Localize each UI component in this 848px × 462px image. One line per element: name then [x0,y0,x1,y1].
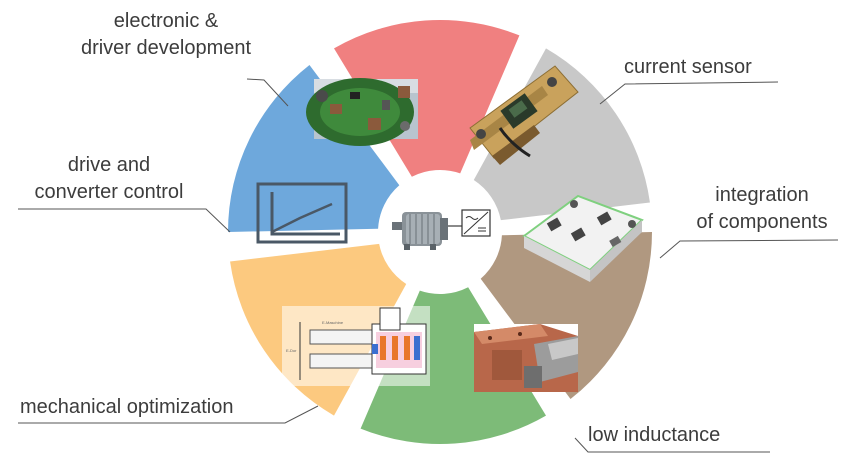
busbar-image [474,324,578,392]
label-mechanical-optimization: mechanical optimization [20,396,234,418]
label-electronic-line-2: driver development [80,37,252,59]
label-electronic-driver-development: electronic & driver development [66,8,266,62]
label-integration-line-2: of components [696,211,828,233]
leader-line-low-inductance [574,437,770,453]
label-integration-of-components: integration of components [676,182,848,236]
pcb-board-image [306,78,418,146]
integration-of-components-segment [480,232,652,400]
label-integration-line-1: integration [715,184,809,206]
current-sensor-segment [473,48,650,221]
motor-inverter-icon [392,209,491,250]
label-current-sensor: current sensor [624,56,752,78]
label-drive-line-1: drive and [67,154,151,176]
leader-line-mechanical [18,405,319,424]
drawing-machine-label: E-Maschine [322,320,344,325]
leader-line-integration [659,239,839,259]
shunt-sensor-image [469,65,579,165]
label-drive-and-converter-control: drive and converter control [6,152,212,206]
machine-cross-section-drawing: E-Maschine E-Dor [282,306,430,386]
leader-line-current-sensor [599,81,779,105]
electronic-driver-development-segment [334,19,520,177]
leader-line-electronic [246,78,289,107]
drive-and-converter-control-segment [228,64,400,233]
label-drive-line-2: converter control [34,181,184,203]
leader-line-drive-control [18,208,231,233]
drawing-side-label: E-Dor [286,348,297,353]
power-module-image [522,194,644,282]
label-low-inductance: low inductance [588,424,721,446]
label-electronic-line-1: electronic & [113,10,219,32]
step-response-graph-icon [256,182,348,244]
leader-lines [18,78,839,453]
